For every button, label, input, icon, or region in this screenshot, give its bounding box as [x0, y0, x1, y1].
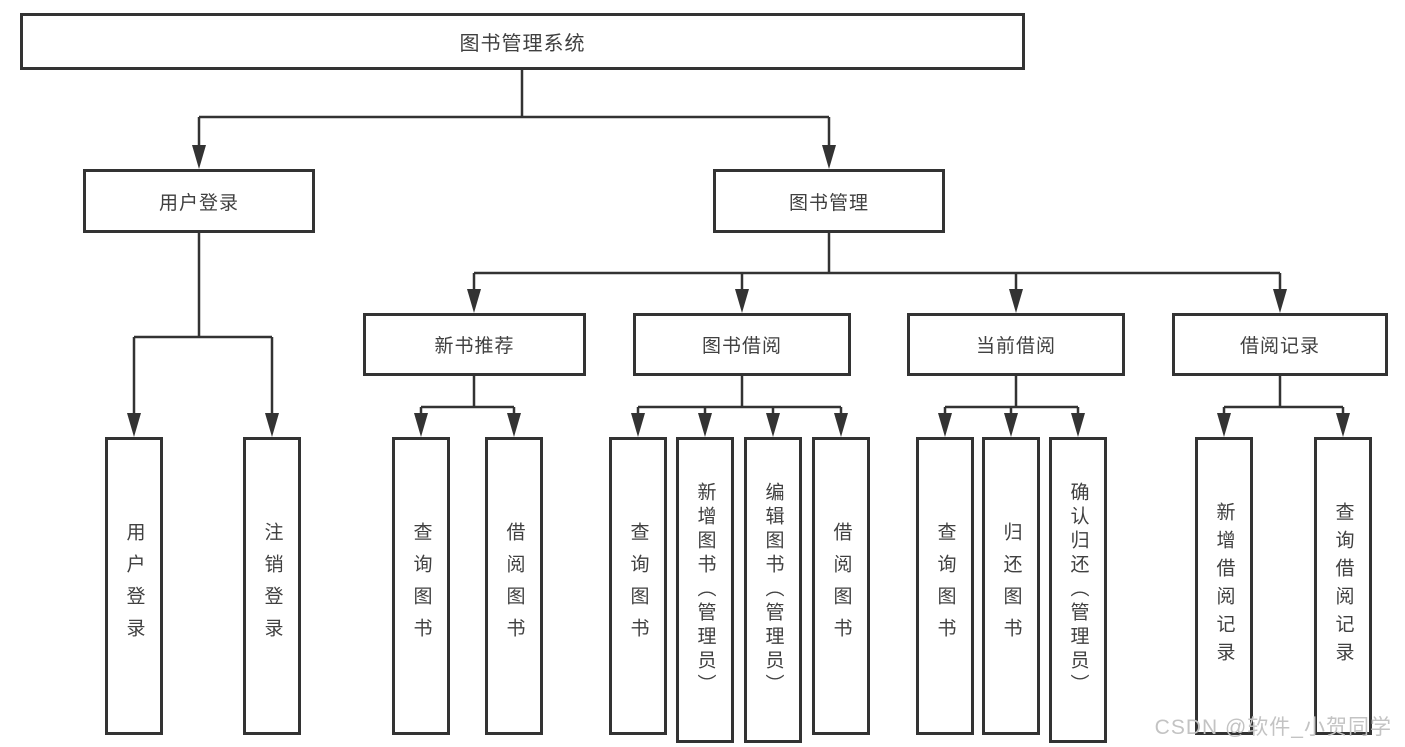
node-borrow-record: 借阅记录 [1172, 313, 1388, 376]
node-book-management: 图书管理 [713, 169, 945, 233]
tree-edges [132, 70, 1345, 414]
node-root: 图书管理系统 [20, 13, 1025, 70]
leaf-label: 查询借阅记录 [1332, 502, 1354, 670]
node-confirm-return-admin: 确认归还（管理员） [1049, 437, 1107, 743]
node-add-book-admin: 新增图书（管理员） [676, 437, 734, 743]
leaf-label: 查询图书 [627, 522, 649, 650]
node-logout-leaf: 注销登录 [243, 437, 301, 735]
node-newbook-query-books: 查询图书 [392, 437, 450, 735]
node-return-book: 归还图书 [982, 437, 1040, 735]
leaf-label: 归还图书 [1000, 522, 1022, 650]
node-borrow-query-books: 查询图书 [609, 437, 667, 735]
arrowheads [127, 145, 1350, 437]
leaf-label: 编辑图书（管理员） [762, 482, 784, 698]
leaf-label: 确认归还（管理员） [1067, 482, 1089, 698]
node-current-borrow: 当前借阅 [907, 313, 1125, 376]
node-borrow-books: 借阅图书 [812, 437, 870, 735]
node-newbook-borrow-books: 借阅图书 [485, 437, 543, 735]
leaf-label: 新增图书（管理员） [694, 482, 716, 698]
leaf-label: 借阅图书 [503, 522, 525, 650]
leaf-label: 借阅图书 [830, 522, 852, 650]
leaf-label: 查询图书 [410, 522, 432, 650]
leaf-label: 用户登录 [123, 522, 145, 650]
leaf-label: 查询图书 [934, 522, 956, 650]
node-user-login: 用户登录 [83, 169, 315, 233]
node-add-borrow-record: 新增借阅记录 [1195, 437, 1253, 735]
node-book-borrow: 图书借阅 [633, 313, 851, 376]
node-current-query-books: 查询图书 [916, 437, 974, 735]
leaf-label: 注销登录 [261, 522, 283, 650]
node-edit-book-admin: 编辑图书（管理员） [744, 437, 802, 743]
node-new-book-recommend: 新书推荐 [363, 313, 586, 376]
node-query-borrow-record: 查询借阅记录 [1314, 437, 1372, 735]
leaf-label: 新增借阅记录 [1213, 502, 1235, 670]
node-user-login-leaf: 用户登录 [105, 437, 163, 735]
